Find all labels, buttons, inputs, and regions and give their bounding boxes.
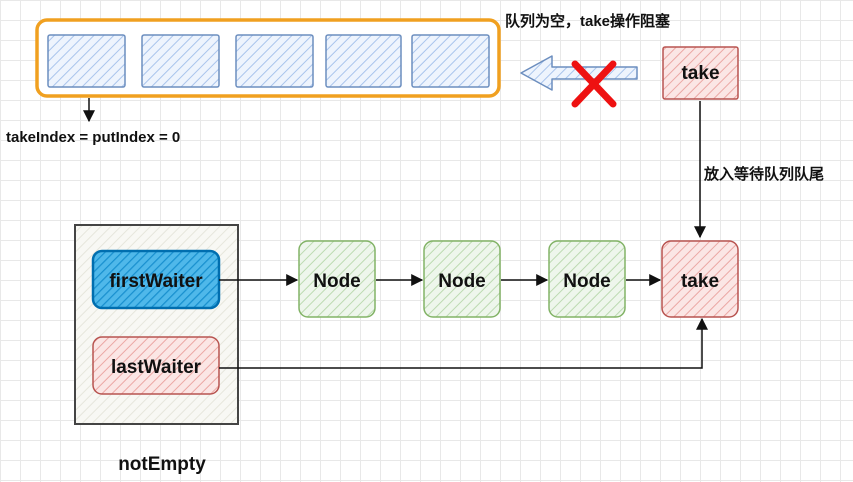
last-waiter-label: lastWaiter <box>111 357 202 378</box>
queue-slot <box>141 34 220 88</box>
queue-slot <box>325 34 402 88</box>
wait-queue-node: Node <box>423 240 501 318</box>
last-waiter-box: lastWaiter <box>92 336 220 395</box>
queue-slots <box>47 34 490 88</box>
queue-slot <box>411 34 490 88</box>
first-waiter-label: firstWaiter <box>109 271 203 292</box>
enqueue-arrow-label: 放入等待队列队尾 <box>703 165 824 183</box>
wait-queue-node: Node <box>298 240 376 318</box>
queue-slot <box>235 34 314 88</box>
last-waiter-link-arrow <box>219 317 708 369</box>
condition-name-label: notEmpty <box>118 454 206 475</box>
index-label: takeIndex = putIndex = 0 <box>6 129 180 146</box>
queue-slot <box>47 34 126 88</box>
node-label: Node <box>563 271 611 292</box>
first-waiter-box: firstWaiter <box>91 249 221 310</box>
tail-take-label: take <box>681 271 719 292</box>
take-request-label: take <box>681 63 719 84</box>
wait-queue-node: Node <box>548 240 626 318</box>
take-request-box: take <box>662 46 739 100</box>
node-label: Node <box>313 271 361 292</box>
blocked-x-icon <box>571 60 617 108</box>
wait-queue-tail-take: take <box>661 240 739 318</box>
queue-status-text: 队列为空，take操作阻塞 <box>505 12 671 30</box>
node-label: Node <box>438 271 486 292</box>
